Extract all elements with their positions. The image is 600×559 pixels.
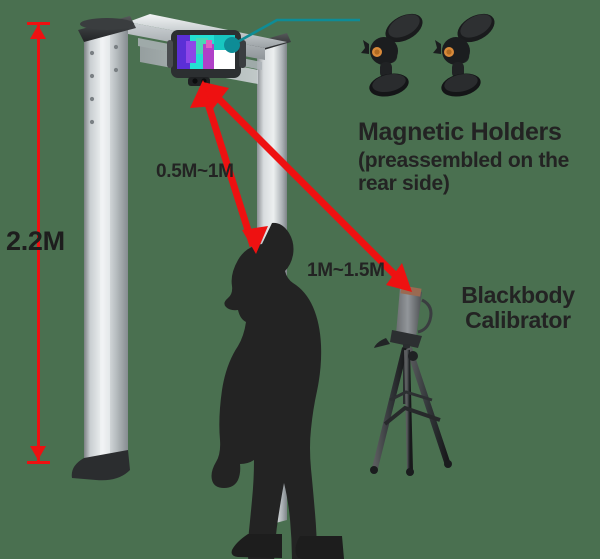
dimension-arrow-up-icon bbox=[30, 25, 46, 39]
magnetic-holders-subtitle: (preassembled on the rear side) bbox=[358, 149, 570, 195]
holder-callout-line bbox=[224, 18, 360, 53]
gate-height-dimension-line bbox=[37, 22, 40, 464]
dimension-cap-top bbox=[27, 22, 50, 25]
person-silhouette bbox=[211, 222, 344, 559]
gate-near-column bbox=[71, 16, 136, 481]
gate-height-label: 2.2M bbox=[6, 226, 65, 256]
blackbody-calibrator-title: Blackbody Calibrator bbox=[461, 282, 575, 333]
magnetic-holders-title: Magnetic Holders bbox=[358, 118, 562, 146]
dimension-cap-bottom bbox=[27, 461, 50, 464]
far-distance-label: 1M~1.5M bbox=[307, 260, 385, 281]
dimension-arrow-down-icon bbox=[30, 446, 46, 460]
magnetic-holder-right bbox=[433, 13, 495, 97]
blackbody-calibrator bbox=[370, 285, 452, 476]
thermal-tablet bbox=[167, 30, 246, 86]
distance-arrow-far bbox=[203, 82, 412, 292]
distance-arrow-near bbox=[190, 80, 268, 254]
near-distance-label: 0.5M~1M bbox=[156, 161, 234, 182]
magnetic-holder-left bbox=[361, 13, 423, 97]
